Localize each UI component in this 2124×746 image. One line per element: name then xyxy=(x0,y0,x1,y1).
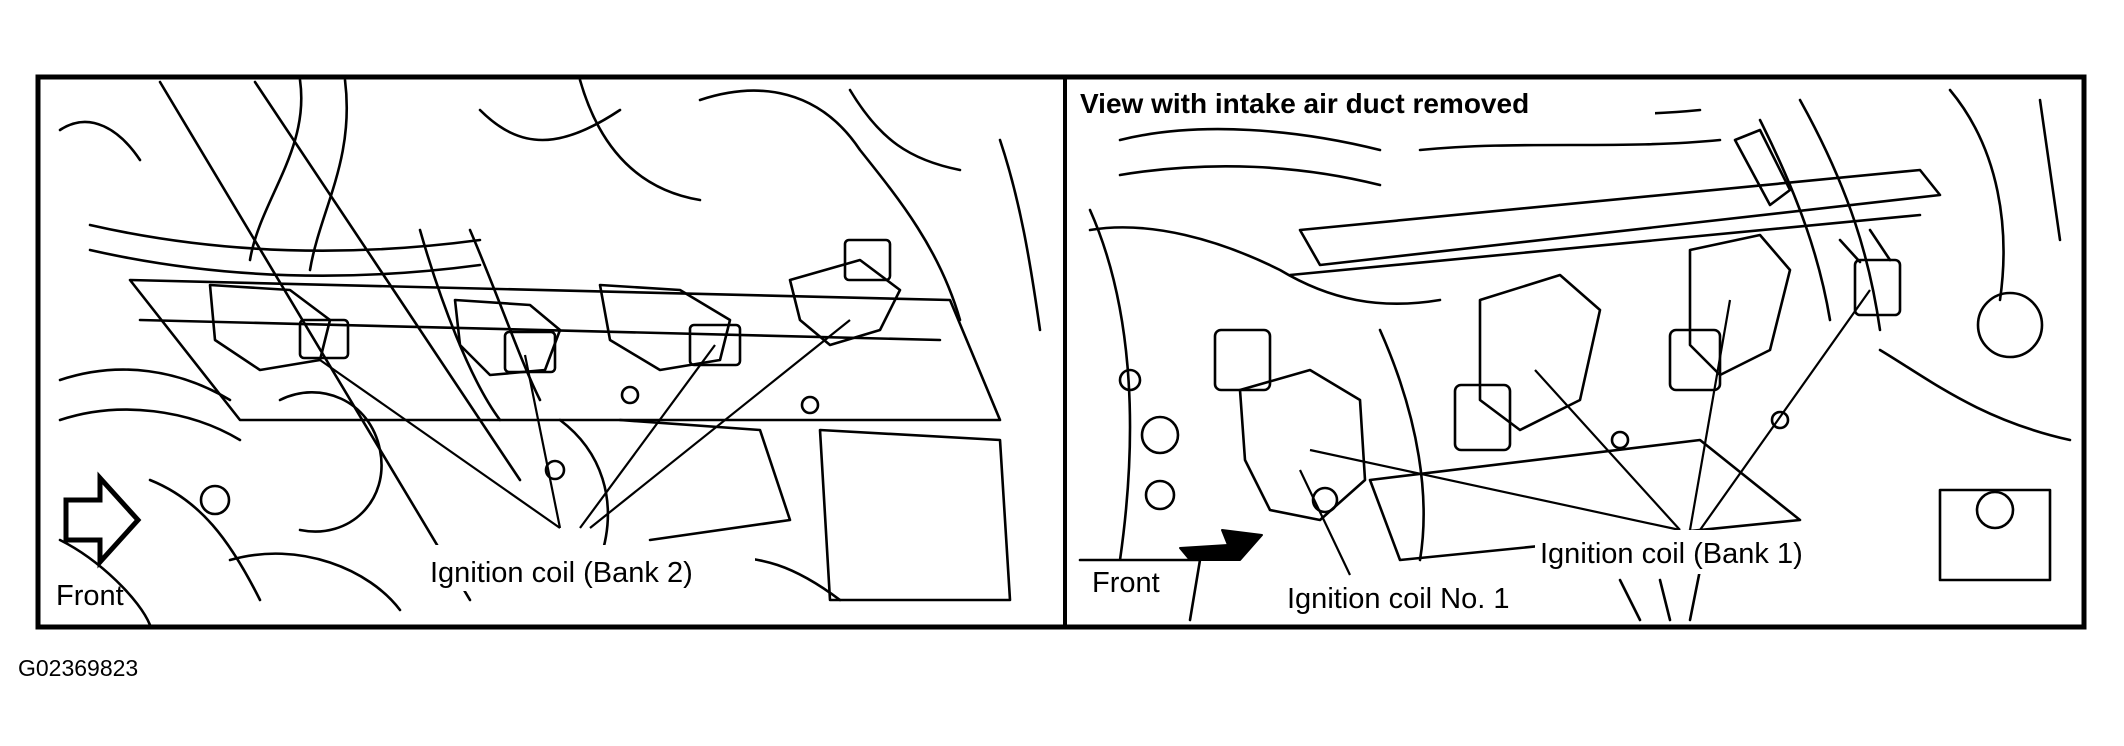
front-label-right: Front xyxy=(1092,567,1160,599)
front-arrow-icon-right xyxy=(1179,529,1263,561)
right-panel-heading: View with intake air duct removed xyxy=(1080,88,1529,119)
right-engine-illustration xyxy=(1078,88,2072,622)
ignition-coil-bank2-label: Ignition coil (Bank 2) xyxy=(430,557,693,589)
left-engine-illustration xyxy=(58,78,1042,627)
ignition-coil-no1-label: Ignition coil No. 1 xyxy=(1287,583,1509,615)
right-callout-leaders xyxy=(1299,289,1871,576)
left-callout-leaders xyxy=(319,319,851,529)
figure-code: G02369823 xyxy=(18,655,139,681)
front-arrow-icon-left xyxy=(63,471,142,569)
ignition-coil-bank1-label: Ignition coil (Bank 1) xyxy=(1540,538,1803,570)
front-label-left: Front xyxy=(56,580,124,612)
